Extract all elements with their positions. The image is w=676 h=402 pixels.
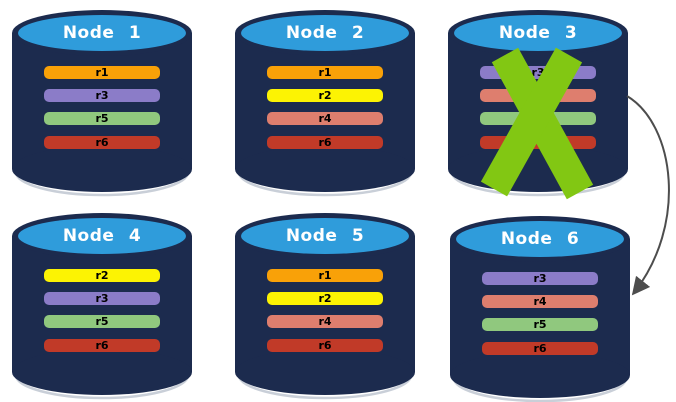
node-1-cylinder: Node 1 r1 r3 r5 r6 <box>11 9 193 199</box>
failover-arrow <box>626 95 670 296</box>
replica-label: r6 <box>318 339 332 352</box>
node-6-cylinder: Node 6 r3 r4 r5 r6 <box>449 215 631 402</box>
replica-label: r1 <box>318 269 332 282</box>
cylinder-shadow <box>452 377 628 402</box>
database-cylinder-icon <box>235 10 415 197</box>
replica-label: r2 <box>95 269 109 282</box>
replica-bar: r6 <box>480 136 596 149</box>
replica-label: r6 <box>531 136 545 149</box>
replica-label: r2 <box>318 292 332 305</box>
cylinder-shadow <box>14 374 190 400</box>
replica-bar: r4 <box>267 315 383 328</box>
node-title: Node 1 <box>62 23 142 43</box>
replica-label: r4 <box>533 295 547 308</box>
node-5-cylinder: Node 5 r1 r2 r4 r6 <box>234 212 416 402</box>
replica-bar: r6 <box>267 136 383 149</box>
replica-label: r2 <box>318 89 332 102</box>
replica-bar: r2 <box>267 292 383 305</box>
replica-bar: r6 <box>44 339 160 352</box>
replica-label: r3 <box>531 66 545 79</box>
replica-label: r4 <box>318 112 332 125</box>
replica-label: r6 <box>95 136 109 149</box>
replica-label: r5 <box>95 315 109 328</box>
replica-bar: r4 <box>480 89 596 102</box>
replica-label: r5 <box>533 318 547 331</box>
replica-label: r3 <box>95 292 109 305</box>
node-title: Node 3 <box>498 23 578 43</box>
cylinder-shadow <box>237 374 413 400</box>
replica-bar: r2 <box>267 89 383 102</box>
node-title: Node 5 <box>285 226 365 246</box>
node-3-cylinder: Node 3 r3 r4 r5 r6 <box>447 9 629 199</box>
replica-label: r3 <box>95 89 109 102</box>
replica-bar: r1 <box>267 269 383 282</box>
replica-label: r6 <box>533 342 547 355</box>
replica-label: r3 <box>533 272 547 285</box>
node-4-cylinder: Node 4 r2 r3 r5 r6 <box>11 212 193 402</box>
replica-bar: r1 <box>44 66 160 79</box>
replica-bar: r5 <box>480 112 596 125</box>
replica-bar: r5 <box>44 112 160 125</box>
node-title: Node 2 <box>285 23 365 43</box>
replica-bar: r2 <box>44 269 160 282</box>
replica-label: r6 <box>95 339 109 352</box>
replica-label: r1 <box>95 66 109 79</box>
replica-bar: r5 <box>482 318 598 331</box>
node-title: Node 4 <box>62 226 142 246</box>
replica-bar: r6 <box>482 342 598 355</box>
replica-bar: r6 <box>44 136 160 149</box>
replica-bar: r4 <box>482 295 598 308</box>
replica-bar: r3 <box>44 89 160 102</box>
replica-label: r1 <box>318 66 332 79</box>
replica-label: r4 <box>531 89 545 102</box>
replica-bar: r4 <box>267 112 383 125</box>
replica-label: r5 <box>531 112 545 125</box>
cylinder-shadow <box>14 171 190 197</box>
replica-bar: r5 <box>44 315 160 328</box>
replica-bar: r3 <box>480 66 596 79</box>
node-2-cylinder: Node 2 r1 r2 r4 r6 <box>234 9 416 199</box>
replica-label: r5 <box>95 112 109 125</box>
node-title: Node 6 <box>500 229 580 249</box>
replica-label: r4 <box>318 315 332 328</box>
replica-bar: r1 <box>267 66 383 79</box>
replica-bar: r6 <box>267 339 383 352</box>
replica-label: r6 <box>318 136 332 149</box>
cylinder-shadow <box>237 171 413 197</box>
replica-bar: r3 <box>482 272 598 285</box>
replica-bar: r3 <box>44 292 160 305</box>
